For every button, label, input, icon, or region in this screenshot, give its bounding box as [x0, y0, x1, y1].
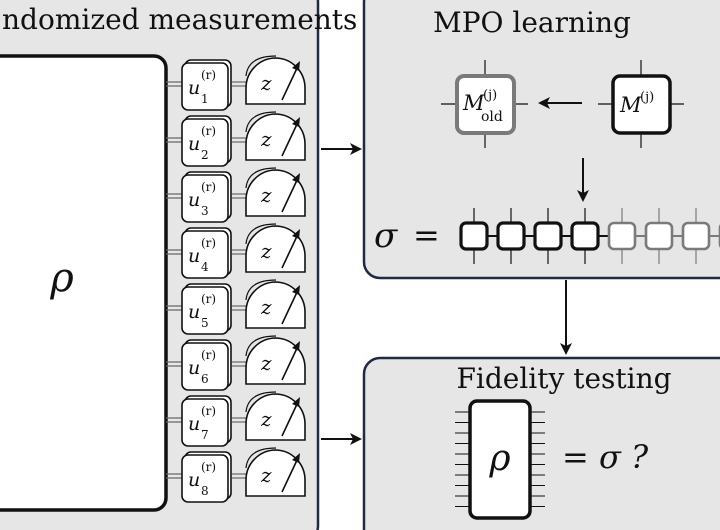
old-tensor-base: M — [462, 91, 485, 115]
unitary-gate: u(r) 3 — [181, 171, 232, 223]
unitary-base: u — [188, 469, 200, 491]
meter-basis-label: z — [260, 127, 272, 151]
measurements-panel-title: ndomized measurements — [2, 3, 357, 36]
unitary-base: u — [188, 413, 200, 435]
unitary-sub: 1 — [201, 92, 209, 106]
qubit-row: u(r) 8 z — [166, 447, 306, 503]
qubit-row: u(r) 3 z — [166, 167, 306, 223]
unitary-base: u — [188, 245, 200, 267]
old-tensor-sup: (j) — [483, 88, 497, 103]
unitary-sub: 5 — [201, 316, 209, 330]
unitary-gate: u(r) 5 — [181, 283, 232, 335]
measurement-meter: z — [245, 111, 306, 161]
unitary-sup: (r) — [201, 460, 216, 474]
rho-state-box: ρ — [0, 54, 168, 512]
unitary-gate: u(r) 2 — [181, 115, 232, 167]
unitary-gate: u(r) 7 — [181, 395, 232, 447]
unitary-base: u — [188, 357, 200, 379]
mpo-tensor-learned — [459, 208, 498, 264]
unitary-sup: (r) — [201, 404, 216, 418]
qubit-row: u(r) 4 z — [166, 223, 306, 279]
measurement-meter: z — [245, 55, 306, 105]
measurement-meter: z — [245, 391, 306, 441]
fidelity-rho-symbol: ρ — [488, 438, 510, 479]
unitary-sup: (r) — [201, 236, 216, 250]
fidelity-panel: Fidelity testing ρ = σ ? — [362, 356, 720, 530]
mpo-tensor-learned — [533, 208, 572, 264]
unitary-sub: 8 — [201, 484, 209, 498]
qubit-row: u(r) 5 z — [166, 279, 306, 335]
mpo-tensor-learned — [496, 208, 535, 264]
measurements-panel: ndomized measurements ρ u(r)1zu(r)2zu(r)… — [0, 0, 357, 530]
unitary-sub: 4 — [201, 260, 209, 274]
mpo-panel-title: MPO learning — [433, 6, 631, 39]
unitary-gate: u(r) 6 — [181, 339, 232, 391]
fidelity-rho-box — [468, 399, 532, 520]
rho-symbol: ρ — [49, 255, 74, 301]
sigma-equals: = — [413, 216, 440, 254]
meter-basis-label: z — [260, 71, 272, 95]
fidelity-panel-title: Fidelity testing — [456, 362, 671, 395]
unitary-sup: (r) — [201, 292, 216, 306]
qubit-row: u(r) 1 z — [166, 55, 306, 111]
measurement-meter: z — [245, 447, 306, 497]
unitary-sup: (r) — [201, 348, 216, 362]
meter-basis-label: z — [260, 463, 272, 487]
new-tensor-sup: (j) — [640, 90, 654, 105]
measurement-meter: z — [245, 335, 306, 385]
unitary-gate: u(r) 4 — [181, 227, 232, 279]
measurement-meter: z — [245, 223, 306, 273]
mpo-tensor-pending — [644, 208, 683, 264]
unitary-sub: 2 — [201, 148, 209, 162]
meter-basis-label: z — [260, 183, 272, 207]
old-tensor: M (j) old — [441, 60, 528, 148]
mpo-tensor-learned — [570, 208, 609, 264]
mpo-tensor-pending — [607, 208, 646, 264]
meter-basis-label: z — [260, 295, 272, 319]
qubit-rows: u(r)1zu(r)2zu(r)3zu(r)4zu(r)5zu(r)6zu(r)… — [166, 55, 306, 503]
unitary-gate: u(r) 1 — [181, 59, 232, 111]
new-tensor: M (j) — [598, 60, 684, 148]
new-tensor-base: M — [619, 93, 642, 117]
measurement-meter: z — [245, 279, 306, 329]
meter-basis-label: z — [260, 351, 272, 375]
mpo-tensor-pending — [681, 208, 720, 264]
meter-basis-label: z — [260, 239, 272, 263]
measurement-meter: z — [245, 167, 306, 217]
unitary-base: u — [188, 301, 200, 323]
qubit-row: u(r) 6 z — [166, 335, 306, 391]
mpo-chain — [459, 208, 720, 264]
unitary-sup: (r) — [201, 180, 216, 194]
unitary-base: u — [188, 77, 200, 99]
unitary-sub: 7 — [201, 428, 209, 442]
qubit-row: u(r) 7 z — [166, 391, 306, 447]
unitary-base: u — [188, 133, 200, 155]
meter-basis-label: z — [260, 407, 272, 431]
qubit-row: u(r) 2 z — [166, 111, 306, 167]
fidelity-question: = σ ? — [562, 438, 649, 476]
unitary-base: u — [188, 189, 200, 211]
unitary-gate: u(r) 8 — [181, 451, 232, 503]
unitary-sub: 3 — [201, 204, 209, 218]
old-tensor-sub: old — [481, 109, 503, 125]
unitary-sup: (r) — [201, 68, 216, 82]
mpo-panel: MPO learning M (j) old M (j) σ = — [362, 0, 720, 280]
unitary-sup: (r) — [201, 124, 216, 138]
sigma-symbol: σ — [374, 216, 398, 256]
unitary-sub: 6 — [201, 372, 209, 386]
